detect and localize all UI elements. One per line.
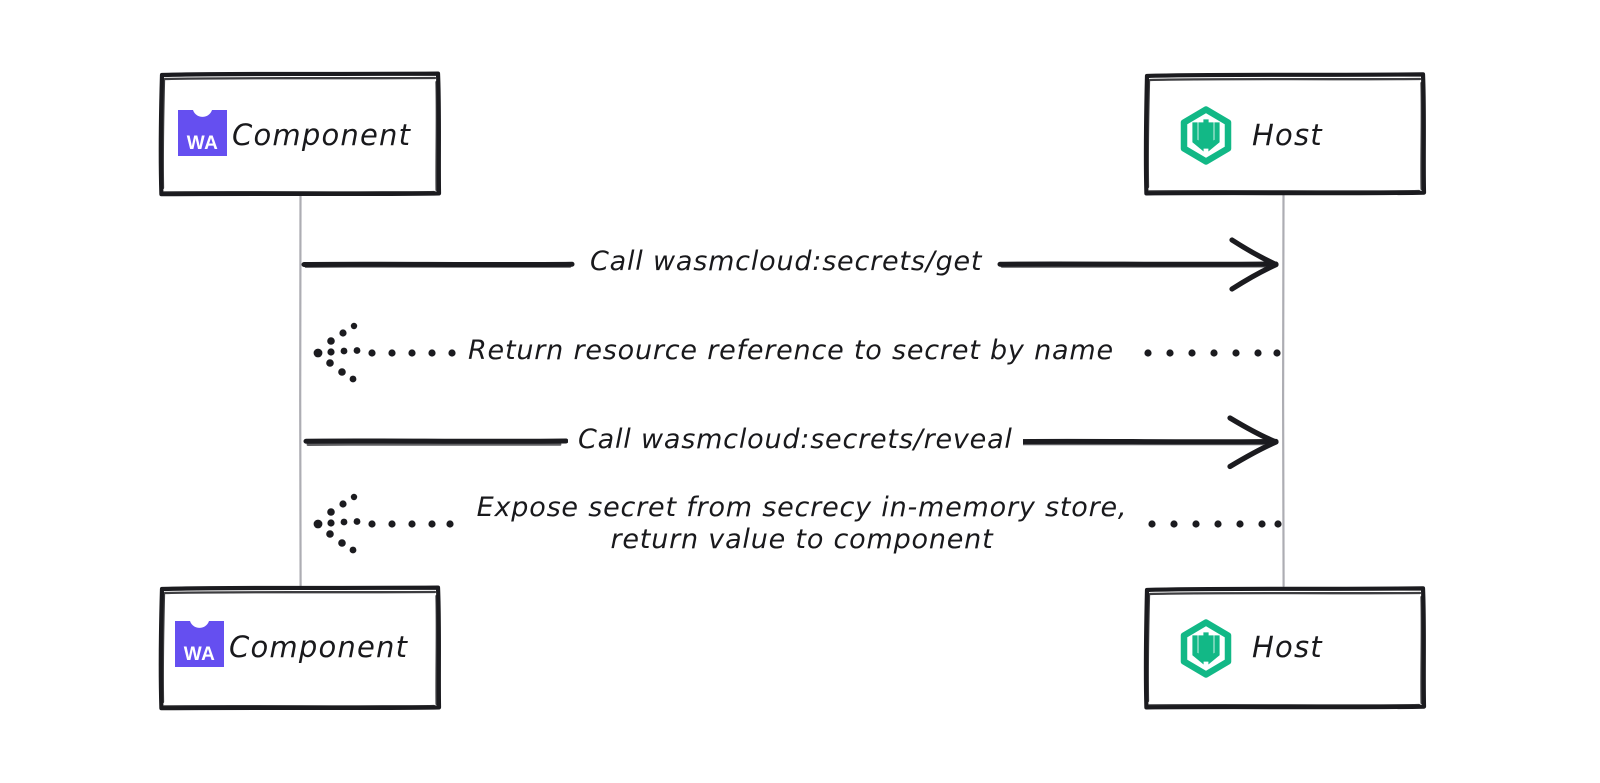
wasm-wa-icon: WA — [178, 110, 227, 156]
message-label-4-line1: Expose secret from secrecy in-memory sto… — [476, 492, 1128, 523]
dots-left-4 — [368, 520, 454, 528]
lifelines — [299, 193, 1285, 588]
participant-label-host-top: Host — [1252, 118, 1323, 152]
participant-box-host-top[interactable] — [1143, 72, 1427, 196]
message-label-2: Return resource reference to secret by n… — [458, 335, 1124, 366]
participant-box-component-bottom[interactable] — [158, 585, 442, 711]
message-label-4-line2: return value to component — [610, 523, 994, 555]
wasm-wa-icon: WA — [175, 621, 224, 667]
svg-text:WA: WA — [184, 644, 216, 665]
dots-left-2 — [368, 349, 456, 357]
participant-box-host-bottom[interactable] — [1143, 586, 1427, 710]
message-arrow-4 — [313, 493, 1282, 554]
participant-label-component-top: Component — [232, 118, 412, 152]
wasmcloud-hexagon-icon — [1180, 619, 1232, 678]
wasmcloud-hexagon-icon — [1180, 106, 1232, 165]
message-arrow-2 — [313, 322, 1281, 383]
svg-text:WA: WA — [187, 133, 219, 154]
dots-right-2 — [1144, 349, 1281, 357]
participant-label-host-bottom: Host — [1252, 630, 1323, 664]
participant-label-component-bottom: Component — [229, 630, 409, 664]
message-label-1: Call wasmcloud:secrets/get — [580, 246, 993, 277]
message-arrow-3 — [303, 415, 1279, 470]
message-arrow-1 — [301, 237, 1279, 292]
message-label-4: Expose secret from secrecy in-memory sto… — [462, 492, 1142, 556]
participant-box-component-top[interactable] — [158, 71, 442, 197]
message-label-3: Call wasmcloud:secrets/reveal — [568, 424, 1023, 455]
dots-right-4 — [1148, 520, 1282, 528]
